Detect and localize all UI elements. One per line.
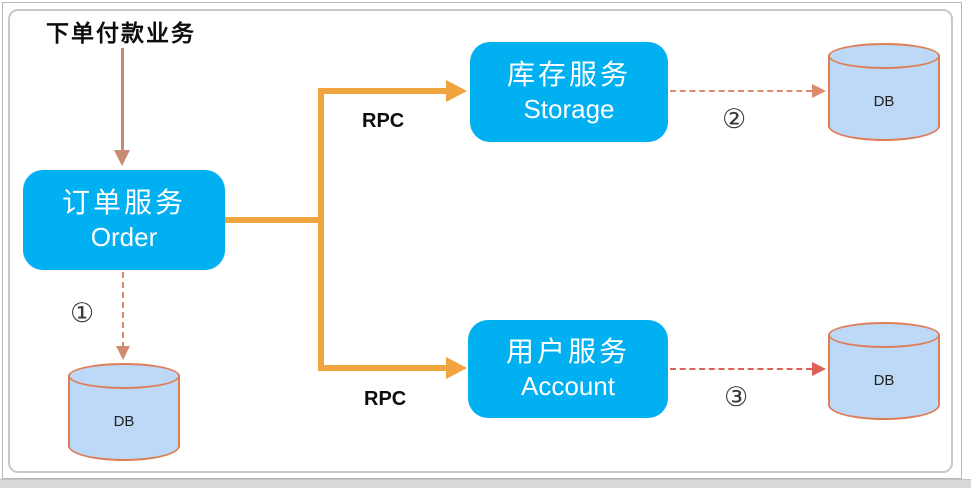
db-account-label: DB — [873, 372, 895, 389]
outer-frame — [2, 2, 962, 479]
dashed-arrow-account-db-head-icon — [812, 362, 826, 376]
db-storage-body: DB — [828, 56, 940, 141]
rpc-label-bottom: RPC — [364, 388, 407, 410]
db-order-cylinder: DB — [68, 363, 180, 461]
db-storage-label: DB — [873, 93, 895, 110]
rpc-connector-storage-horizontal — [318, 88, 448, 94]
db-storage-top-ellipse — [828, 43, 940, 69]
rpc-arrowhead-storage-icon — [446, 80, 467, 102]
dashed-arrow-order-db-line — [122, 272, 124, 348]
dashed-arrow-account-db-line — [670, 368, 812, 370]
rpc-connector-order-horizontal — [222, 217, 322, 223]
dashed-arrow-order-db-head-icon — [116, 346, 130, 360]
db-order-label: DB — [113, 413, 135, 430]
db-order-body: DB — [68, 376, 180, 461]
account-service-zh-label: 用户服务 — [505, 335, 630, 367]
rpc-connector-vertical — [318, 88, 324, 371]
db-account-cylinder: DB — [828, 322, 940, 420]
step-label-3: ③ — [724, 382, 749, 412]
title-to-order-arrow-line — [121, 48, 124, 152]
account-service-node: 用户服务 Account — [468, 320, 668, 418]
storage-service-zh-label: 库存服务 — [506, 58, 631, 90]
db-order-top-ellipse — [68, 363, 180, 389]
storage-service-en-label: Storage — [523, 94, 615, 125]
db-account-body: DB — [828, 335, 940, 420]
step-label-2: ② — [722, 104, 747, 134]
step-label-1: ① — [70, 298, 95, 328]
rpc-connector-account-horizontal — [318, 365, 448, 371]
db-account-top-ellipse — [828, 322, 940, 348]
order-service-node: 订单服务 Order — [23, 170, 225, 270]
title-to-order-arrow-head-icon — [114, 150, 130, 166]
rpc-arrowhead-account-icon — [446, 357, 467, 379]
diagram-title: 下单付款业务 — [46, 20, 196, 46]
storage-service-node: 库存服务 Storage — [470, 42, 668, 142]
bottom-shadow — [0, 479, 971, 488]
order-service-zh-label: 订单服务 — [61, 186, 186, 218]
account-service-en-label: Account — [521, 371, 615, 402]
order-service-en-label: Order — [90, 222, 158, 253]
dashed-arrow-storage-db-head-icon — [812, 84, 826, 98]
db-storage-cylinder: DB — [828, 43, 940, 141]
dashed-arrow-storage-db-line — [670, 90, 812, 92]
rpc-label-top: RPC — [362, 110, 405, 132]
